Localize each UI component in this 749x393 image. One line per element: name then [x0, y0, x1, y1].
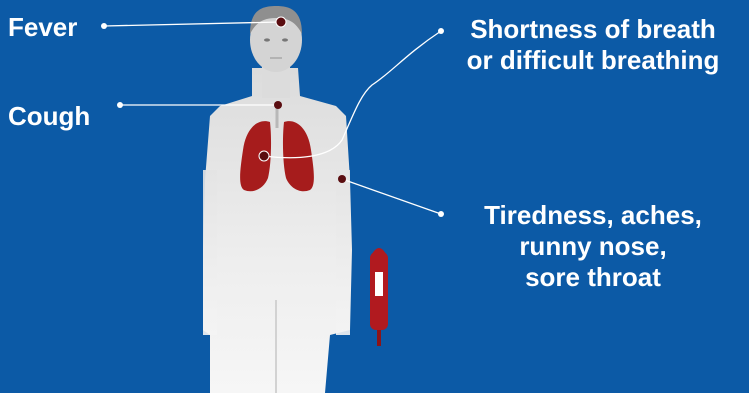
left-eye: [264, 38, 270, 41]
right-eye: [282, 38, 288, 41]
human-body-icon: [203, 6, 352, 393]
breath-marker: [259, 151, 269, 161]
breath-label-line-2: or difficult breathing: [440, 45, 746, 76]
other-symptoms-line-1: Tiredness, aches,: [440, 200, 746, 231]
breath-label-line-1: Shortness of breath: [440, 14, 746, 45]
thermometer-icon: [370, 248, 388, 346]
cough-marker: [274, 101, 282, 109]
aches-leader: [342, 179, 441, 214]
cough-label-dot: [117, 102, 123, 108]
right-arm-shade: [336, 170, 350, 335]
cough-label: Cough: [8, 101, 90, 132]
aches-marker: [338, 175, 346, 183]
other-symptoms-line-3: sore throat: [440, 262, 746, 293]
other-symptoms-line-2: runny nose,: [440, 231, 746, 262]
fever-marker: [276, 17, 286, 27]
thermometer-probe: [377, 330, 381, 346]
thermometer-display: [375, 272, 383, 296]
thermometer-tip-top: [372, 248, 386, 254]
fever-label: Fever: [8, 12, 77, 43]
breath-label: Shortness of breath or difficult breathi…: [440, 14, 746, 76]
left-arm-shade: [203, 170, 217, 335]
fever-label-dot: [101, 23, 107, 29]
other-symptoms-label: Tiredness, aches, runny nose, sore throa…: [440, 200, 746, 293]
